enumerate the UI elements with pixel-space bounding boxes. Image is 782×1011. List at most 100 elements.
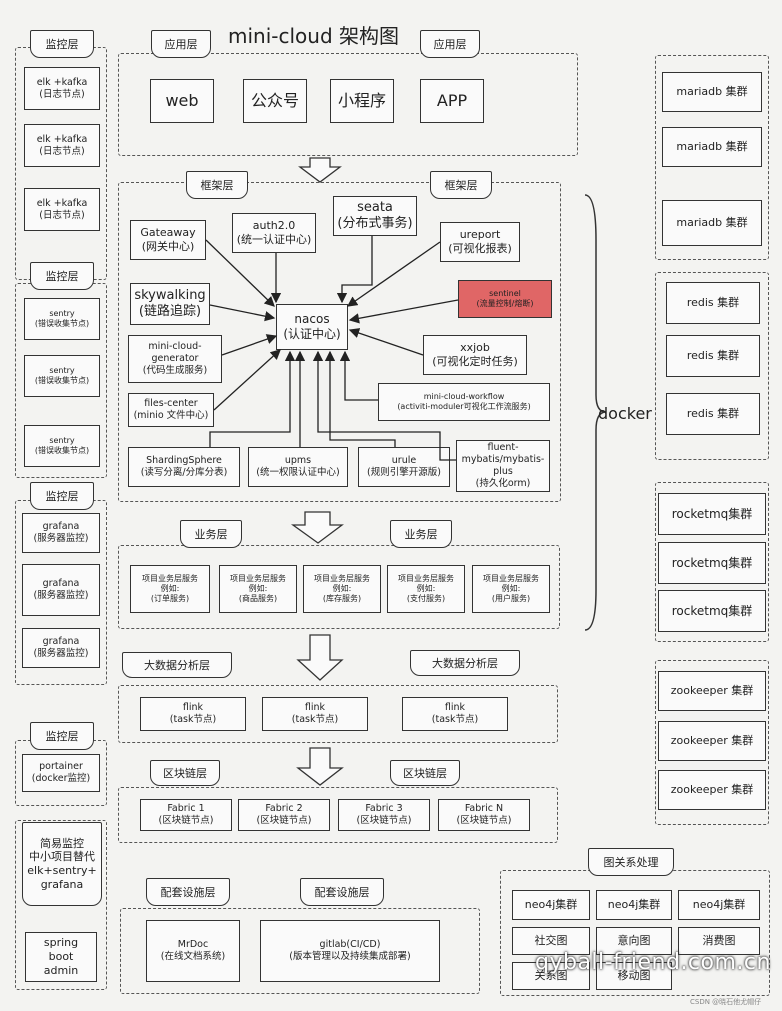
upms-service: upms (统一权限认证中心) — [248, 447, 348, 487]
auth-service: auth2.0 (统一认证中心) — [232, 213, 316, 253]
grafana-node-2: grafana (服务器监控) — [22, 564, 100, 616]
arrow-xxjob — [348, 328, 424, 356]
sentry-node-3: sentry (错误收集节点) — [24, 425, 100, 467]
arrow-sharding — [209, 350, 296, 447]
mrdoc-service: MrDoc (在线文档系统) — [146, 920, 240, 982]
arrow-fluent — [312, 350, 456, 461]
app-web: web — [150, 79, 214, 123]
redis-cluster-group — [655, 272, 769, 460]
credit: CSDN @晓石他尤帽仔 — [690, 998, 762, 1006]
arrow-skywalking — [209, 304, 276, 322]
down-arrow-1 — [298, 157, 342, 183]
fabric-node-1: Fabric 1 (区块链节点) — [140, 799, 232, 831]
business-layer-tag-left: 业务层 — [180, 520, 242, 548]
business-layer-tag-right: 业务层 — [390, 520, 452, 548]
flink-node-2: flink (task节点) — [262, 697, 368, 731]
blockchain-layer — [118, 787, 558, 843]
app-layer — [118, 53, 578, 156]
business-order-service: 项目业务层服务 例如: (订单服务) — [130, 565, 210, 613]
app-layer-tag-left: 应用层 — [151, 30, 211, 58]
ureport-service: ureport (可视化报表) — [440, 222, 520, 262]
generator-service: mini-cloud- generator (代码生成服务) — [128, 335, 222, 383]
gitlab-service: gitlab(CI/CD) (版本管理以及持续集成部署) — [260, 920, 440, 982]
grafana-node-3: grafana (服务器监控) — [22, 628, 100, 668]
arrow-urule — [324, 350, 396, 447]
files-center-service: files-center (minio 文件中心) — [128, 393, 214, 427]
framework-layer — [118, 182, 561, 502]
fabric-node-n: Fabric N (区块链节点) — [438, 799, 530, 831]
framework-layer-tag-left: 框架层 — [186, 171, 248, 199]
nacos-center: nacos (认证中心) — [276, 304, 348, 350]
down-arrow-2 — [290, 511, 344, 544]
sharding-service: ShardingSphere (读写分离/分库分表) — [128, 447, 240, 487]
business-layer — [118, 545, 560, 629]
zookeeper-cluster-3: zookeeper 集群 — [658, 770, 766, 810]
graph-tag: 图关系处理 — [588, 848, 674, 876]
graph-relation: 关系图 — [512, 962, 590, 990]
zookeeper-cluster-1: zookeeper 集群 — [658, 671, 766, 711]
redis-cluster-2: redis 集群 — [666, 335, 760, 377]
sentinel-service: sentinel (流量控制/熔断) — [458, 280, 552, 318]
monitor-portainer-tag: 监控层 — [30, 722, 94, 750]
graph-consumption: 消费图 — [678, 927, 760, 955]
mariadb-cluster-3: mariadb 集群 — [662, 200, 762, 246]
elk-node-2: elk +kafka (日志节点) — [24, 124, 100, 167]
bigdata-layer-tag-left: 大数据分析层 — [122, 652, 232, 678]
business-payment-service: 项目业务层服务 例如: (支付服务) — [387, 565, 465, 613]
arrow-gateway — [205, 239, 275, 307]
gateway-service: Gateaway (网关中心) — [130, 220, 206, 260]
neo4j-cluster-2: neo4j集群 — [596, 890, 672, 920]
rocketmq-cluster-group — [655, 482, 769, 642]
watermark: qyball-friend.com.cn — [535, 950, 771, 975]
mariadb-cluster-2: mariadb 集群 — [662, 127, 762, 167]
support-layer-tag-left: 配套设施层 — [146, 878, 230, 906]
framework-layer-tag-right: 框架层 — [430, 171, 492, 199]
app-wechat-official: 公众号 — [243, 79, 307, 123]
docker-brace — [584, 194, 607, 631]
bigdata-layer — [118, 685, 558, 743]
redis-cluster-3: redis 集群 — [666, 393, 760, 435]
sentry-node-1: sentry (错误收集节点) — [24, 298, 100, 340]
monitor-simple-group — [15, 820, 107, 990]
zookeeper-cluster-group — [655, 660, 769, 825]
graph-social: 社交图 — [512, 927, 590, 955]
neo4j-cluster-3: neo4j集群 — [678, 890, 760, 920]
sentry-node-2: sentry (错误收集节点) — [24, 355, 100, 397]
down-arrow-4 — [296, 747, 344, 786]
support-layer-tag-right: 配套设施层 — [300, 878, 384, 906]
app-layer-tag-right: 应用层 — [420, 30, 480, 58]
elk-node-3: elk +kafka (日志节点) — [24, 188, 100, 231]
zookeeper-cluster-2: zookeeper 集群 — [658, 721, 766, 761]
blockchain-layer-tag-right: 区块链层 — [390, 760, 460, 786]
mariadb-cluster-1: mariadb 集群 — [662, 72, 762, 112]
fabric-node-3: Fabric 3 (区块链节点) — [338, 799, 430, 831]
graph-intent: 意向图 — [596, 927, 672, 955]
app-app: APP — [420, 79, 484, 123]
flink-node-3: flink (task节点) — [402, 697, 508, 731]
monitor-elk-tag: 监控层 — [30, 30, 94, 58]
arrow-files — [213, 349, 281, 411]
skywalking-service: skywalking (链路追踪) — [130, 283, 210, 325]
rocketmq-cluster-1: rocketmq集群 — [658, 493, 766, 535]
xxjob-service: xxjob (可视化定时任务) — [423, 335, 527, 375]
flink-node-1: flink (task节点) — [140, 697, 246, 731]
arrow-sentinel — [348, 299, 459, 324]
rocketmq-cluster-2: rocketmq集群 — [658, 542, 766, 584]
fluent-mybatis-service: fluent- mybatis/mybatis- plus (持久化orm) — [456, 440, 550, 492]
arrow-generator — [221, 334, 278, 356]
workflow-service: mini-cloud-workflow (activiti-moduler可视化… — [378, 383, 550, 421]
monitor-grafana-tag: 监控层 — [30, 482, 94, 510]
grafana-node-1: grafana (服务器监控) — [22, 513, 100, 553]
arrow-ureport — [346, 241, 441, 307]
business-user-service: 项目业务层服务 例如: (用户服务) — [472, 565, 550, 613]
seata-service: seata (分布式事务) — [333, 196, 417, 236]
page-title: mini-cloud 架构图 — [228, 24, 400, 48]
portainer-node: portainer (docker监控) — [22, 754, 100, 792]
rocketmq-cluster-3: rocketmq集群 — [658, 590, 766, 632]
bigdata-layer-tag-right: 大数据分析层 — [410, 650, 520, 676]
support-layer — [120, 908, 480, 994]
graph-mobile: 移动图 — [596, 962, 672, 990]
redis-cluster-1: redis 集群 — [666, 282, 760, 324]
spring-boot-admin: spring boot admin — [25, 932, 97, 982]
